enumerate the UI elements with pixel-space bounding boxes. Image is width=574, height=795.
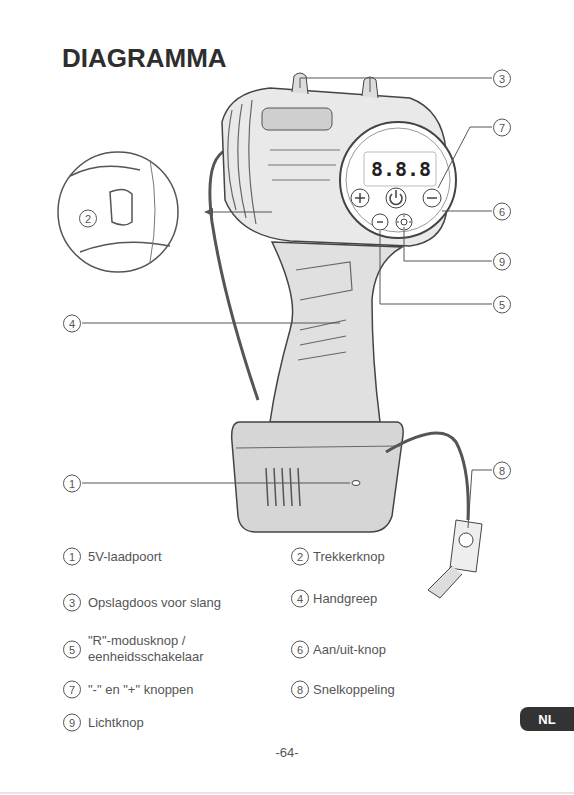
callout-number-holder: 8: [493, 461, 511, 480]
callout-number: 1: [63, 475, 81, 493]
callout-number: 1: [63, 548, 81, 566]
part-name-holder: 5V-laadpoort: [88, 547, 162, 565]
part-name-holder: Trekkerknop: [313, 547, 385, 565]
page-title: DIAGRAMMA: [62, 43, 227, 73]
callout-number-holder: 2: [79, 209, 97, 228]
part-name-holder: "-" en "+" knoppen: [88, 680, 194, 698]
display-digits-holder: 8.8.8: [371, 158, 431, 180]
callout-number-holder: 1: [63, 547, 81, 566]
callout-number: 9: [493, 253, 511, 271]
part-name: Handgreep: [313, 591, 377, 607]
callout-number-holder: 6: [493, 202, 511, 221]
language-tab: NL: [538, 712, 555, 728]
part-name-holder: Handgreep: [313, 589, 377, 607]
callout-number: 3: [493, 70, 511, 88]
part-name: "R"-modusknop / eenheidsschakelaar: [88, 633, 228, 665]
callout-number-holder: 4: [291, 589, 309, 608]
callout-number-holder: 9: [63, 713, 81, 732]
callout-number: 7: [63, 681, 81, 699]
callout-number-holder: 7: [63, 680, 81, 699]
part-name: Lichtknop: [88, 715, 144, 731]
part-name-holder: Lichtknop: [88, 713, 144, 731]
callout-number: 7: [493, 119, 511, 137]
callout-number: 3: [63, 594, 81, 612]
callout-number-holder: 4: [63, 314, 81, 333]
part-name: Aan/uit-knop: [313, 642, 386, 658]
callout-number: 8: [291, 681, 309, 699]
callout-number-holder: 7: [493, 118, 511, 137]
part-name-holder: Aan/uit-knop: [313, 640, 386, 658]
callout-number-holder: 1: [63, 474, 81, 493]
callout-number-holder: 5: [493, 295, 511, 314]
display-digits: 8.8.8: [371, 158, 431, 180]
callout-number-holder: 8: [291, 680, 309, 699]
callout-number: 5: [493, 296, 511, 314]
callout-number-holder: 6: [291, 640, 309, 659]
callout-number: 9: [63, 714, 81, 732]
callout-number: 4: [63, 315, 81, 333]
callout-number: 8: [493, 462, 511, 480]
callout-number: 5: [63, 641, 81, 659]
page-number-holder: -64-: [275, 743, 298, 761]
callout-number: 2: [291, 548, 309, 566]
callout-number-holder: 3: [63, 593, 81, 612]
part-name-holder: Opslagdoos voor slang: [88, 593, 221, 611]
callout-number: 4: [291, 590, 309, 608]
part-name: Snelkoppeling: [313, 682, 395, 698]
part-name-holder: "R"-modusknop / eenheidsschakelaar: [88, 633, 228, 665]
callout-number-holder: 3: [493, 69, 511, 88]
callout-number: 2: [79, 210, 97, 228]
part-name: Trekkerknop: [313, 549, 385, 565]
part-name-holder: Snelkoppeling: [313, 680, 395, 698]
callout-number-holder: 9: [493, 252, 511, 271]
callout-number: 6: [291, 641, 309, 659]
part-name: "-" en "+" knoppen: [88, 682, 194, 698]
callout-number-holder: 2: [291, 547, 309, 566]
callout-number-holder: 5: [63, 640, 81, 659]
page-title-holder: DIAGRAMMA: [62, 43, 227, 73]
part-name: Opslagdoos voor slang: [88, 595, 221, 611]
part-name: 5V-laadpoort: [88, 549, 162, 565]
callout-number: 6: [493, 203, 511, 221]
language-tab-holder: NL: [538, 710, 555, 728]
page-number: -64-: [275, 745, 298, 761]
